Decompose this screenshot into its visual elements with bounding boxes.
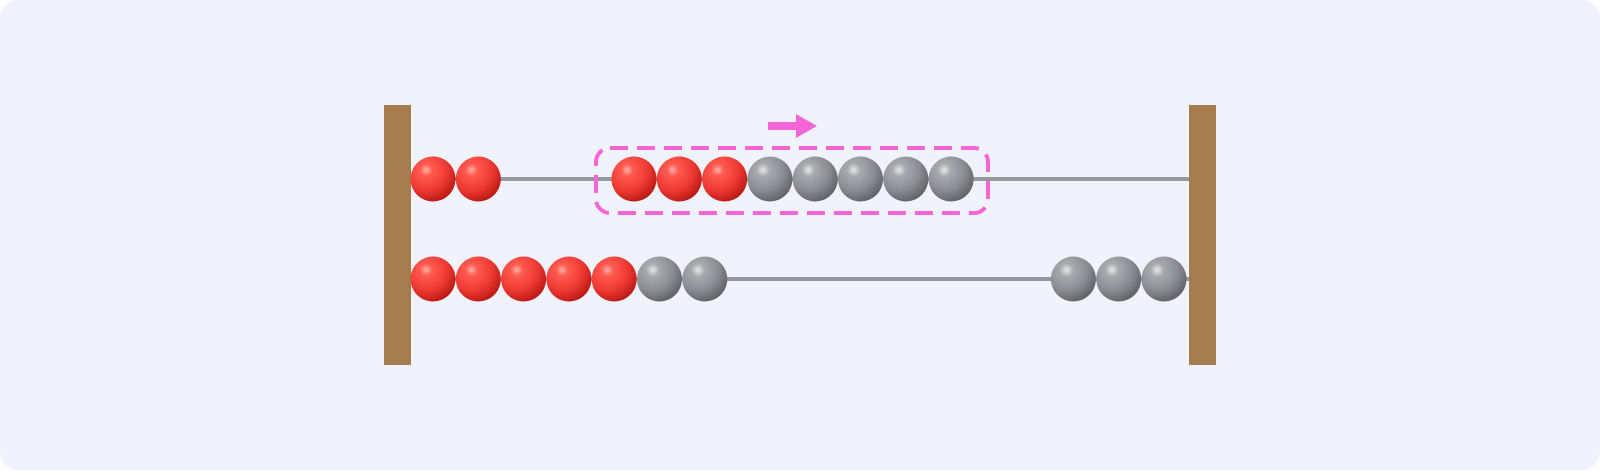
bead-red[interactable] [591,256,637,302]
bead-red[interactable] [410,156,456,202]
bead-red[interactable] [546,256,592,302]
bead-gray[interactable] [682,256,728,302]
right-frame-post [1189,105,1216,365]
bead-gray[interactable] [928,156,974,202]
bead-red[interactable] [501,256,547,302]
bead-gray[interactable] [838,156,883,202]
bead-gray[interactable] [747,156,793,202]
bead-red[interactable] [702,156,748,202]
bead-gray[interactable] [1050,256,1096,302]
bead-red[interactable] [410,256,456,302]
left-frame-post [384,105,411,365]
bead-red[interactable] [656,156,702,202]
bead-gray[interactable] [1096,256,1142,302]
beads [410,156,1187,302]
bead-gray[interactable] [1141,256,1187,302]
right-arrow-icon [768,114,817,138]
bead-gray[interactable] [637,256,682,302]
bead-red[interactable] [455,156,501,202]
bead-red[interactable] [455,256,501,302]
bead-red[interactable] [611,156,657,202]
bead-gray[interactable] [792,156,838,202]
bead-gray[interactable] [883,156,929,202]
highlighted-bead-group[interactable] [594,146,990,215]
